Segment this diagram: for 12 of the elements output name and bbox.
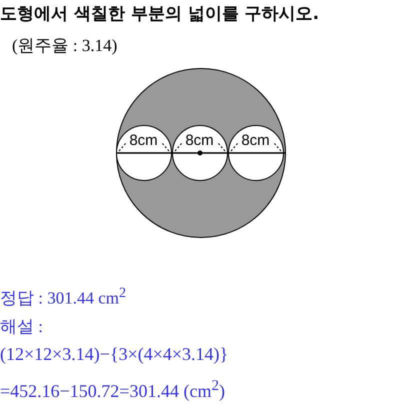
dimension-label: 8cm [184, 132, 215, 148]
question-text: 도형에서 색칠한 부분의 넓이를 구하시오. [0, 3, 320, 25]
small-circle [228, 124, 284, 180]
small-circle [116, 124, 172, 180]
formula-text: =452.16−150.72=301.44 (cm$^{2}$) [0, 378, 225, 402]
dimension-label: 8cm [128, 132, 159, 148]
small-circle [172, 124, 228, 180]
note-text: (원주율 : 3.14) [12, 35, 118, 57]
answer-text: 정답 : 301.44 cm$^{2}$ [0, 285, 126, 310]
dimension-label: 8cm [240, 132, 271, 148]
explanation-heading: 해설 : [0, 316, 43, 338]
formula-text: (12×12×3.14)−{3×(4×4×3.14)} [0, 344, 228, 365]
